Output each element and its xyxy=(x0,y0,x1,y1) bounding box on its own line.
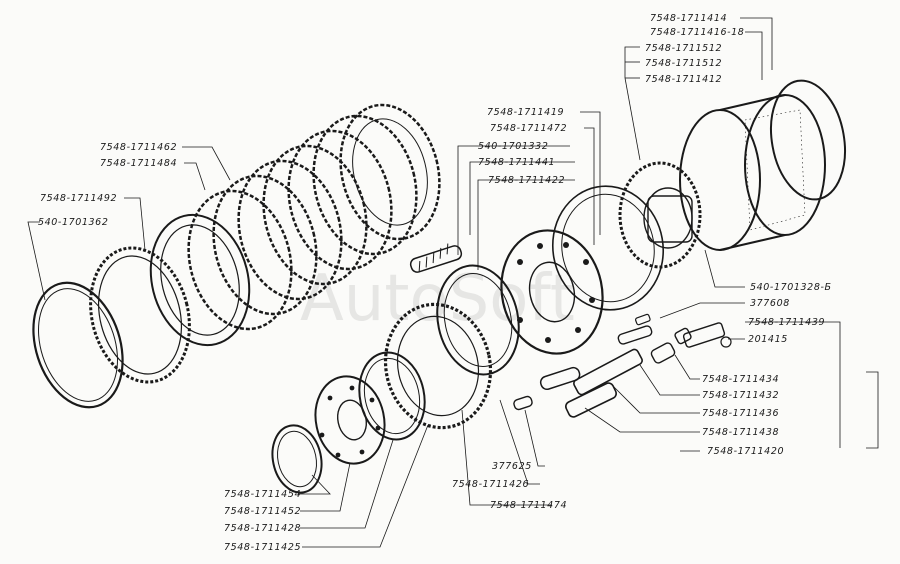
snap-ring-right xyxy=(770,79,846,201)
label-part-08: 540-1701332 xyxy=(478,141,548,152)
piston-ring xyxy=(436,264,520,376)
gear-hub xyxy=(618,161,702,269)
pressure-plate xyxy=(149,213,251,347)
label-part-28: 7548-1711452 xyxy=(224,506,301,517)
label-part-05: 7548-1711412 xyxy=(645,74,722,85)
clutch-piston xyxy=(500,229,604,355)
label-part-21: 7548-1711436 xyxy=(702,408,779,419)
label-part-30: 7548-1711425 xyxy=(224,542,301,553)
label-part-19: 7548-1711434 xyxy=(702,374,779,385)
seal-disc xyxy=(551,185,665,311)
clutch-disc-stack xyxy=(187,103,441,331)
label-part-06: 7548-1711419 xyxy=(487,107,564,118)
label-part-16: 377608 xyxy=(750,298,790,309)
plain-ring xyxy=(358,351,426,441)
label-part-24: 377625 xyxy=(492,461,532,472)
label-part-10: 7548-1711422 xyxy=(488,175,565,186)
label-part-02: 7548-1711416-18 xyxy=(650,27,744,38)
toothed-ring xyxy=(89,246,191,384)
external-gear-plate xyxy=(383,302,493,430)
label-part-23: 7548-1711420 xyxy=(707,446,784,457)
valve-spool xyxy=(573,327,692,396)
small-ring xyxy=(271,424,323,494)
coil-spring-lower xyxy=(539,366,581,391)
label-part-01: 7548-1711414 xyxy=(650,13,727,24)
label-part-20: 7548-1711432 xyxy=(702,390,779,401)
label-part-12: 7548-1711484 xyxy=(100,158,177,169)
valve-bracket xyxy=(682,322,732,348)
small-bolt xyxy=(635,313,651,326)
pin-upper xyxy=(617,325,653,345)
label-part-09: 7548-1711441 xyxy=(478,157,555,168)
label-part-13: 7548-1711492 xyxy=(40,193,117,204)
label-part-22: 7548-1711438 xyxy=(702,427,779,438)
pin-lower xyxy=(513,395,533,411)
part-labels: 7548-1711414 7548-1711416-18 7548-171151… xyxy=(38,13,832,553)
label-part-25: 7548-1711426 xyxy=(452,479,529,490)
coil-spring-upper xyxy=(409,243,463,273)
label-part-11: 7548-1711462 xyxy=(100,142,177,153)
label-part-26: 7548-1711474 xyxy=(490,500,567,511)
label-part-27: 7548-1711454 xyxy=(224,489,301,500)
label-part-18: 201415 xyxy=(748,334,788,345)
clutch-drum xyxy=(679,94,826,251)
label-part-17: 7548-1711439 xyxy=(748,317,825,328)
label-part-07: 7548-1711472 xyxy=(490,123,567,134)
label-part-29: 7548-1711428 xyxy=(224,523,301,534)
label-part-03: 7548-1711512 xyxy=(645,43,722,54)
label-part-04: 7548-1711512 xyxy=(645,58,722,69)
leader-lines xyxy=(27,17,879,548)
snap-ring-left xyxy=(32,281,124,409)
long-spool xyxy=(565,382,617,418)
label-part-14: 540-1701362 xyxy=(38,217,108,228)
label-part-15: 540-1701328-Б xyxy=(750,282,832,293)
